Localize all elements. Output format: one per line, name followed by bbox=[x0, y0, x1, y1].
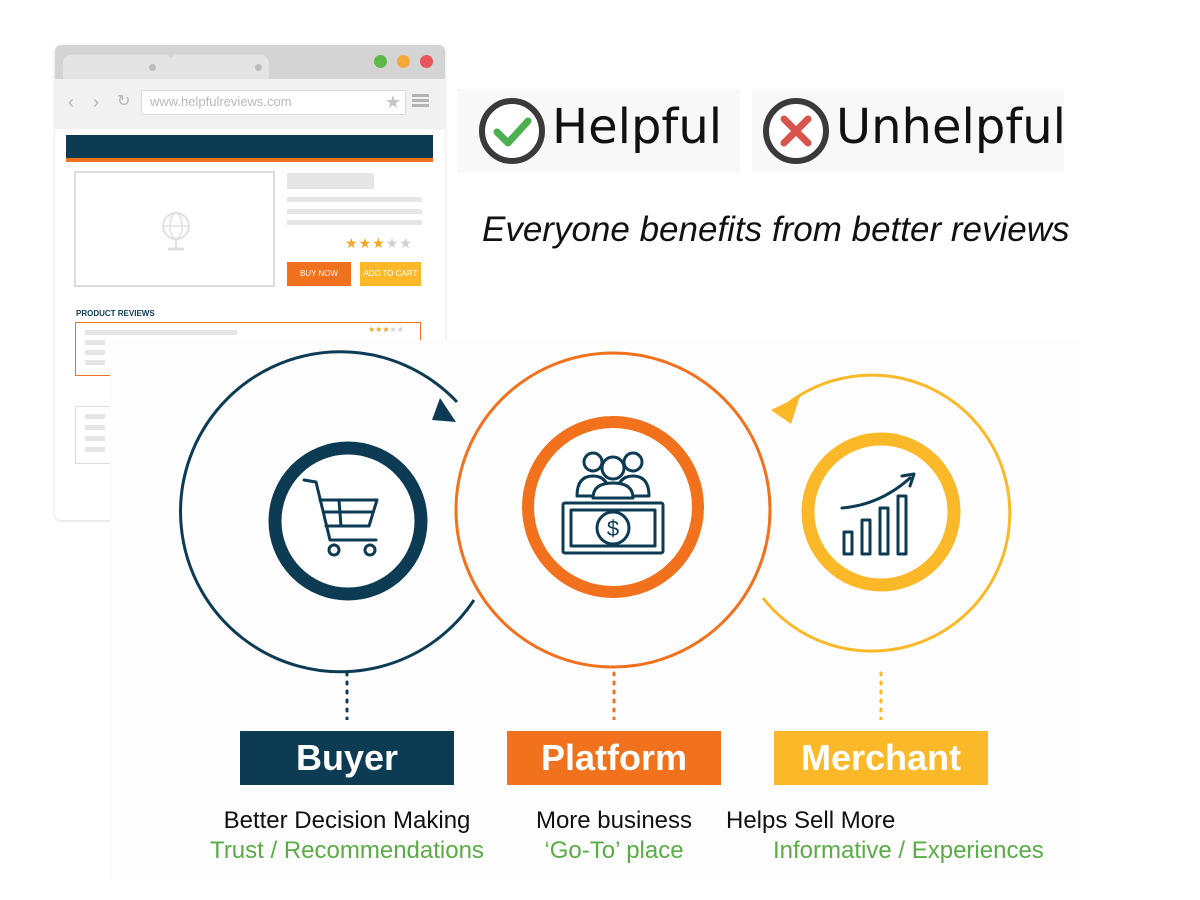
review-text-line bbox=[85, 436, 105, 441]
platform-outer-ring bbox=[454, 351, 772, 669]
window-maximize-icon[interactable] bbox=[374, 55, 387, 68]
product-reviews-heading: PRODUCT REVIEWS bbox=[76, 309, 155, 318]
review-text-line bbox=[85, 425, 105, 430]
buyer-title: Buyer bbox=[240, 731, 454, 785]
shopping-cart-icon bbox=[302, 478, 379, 557]
benefits-diagram-graphic: $ bbox=[179, 350, 1012, 720]
merchant-outer-arc bbox=[761, 373, 1012, 653]
review-text-line bbox=[85, 350, 105, 355]
star-filled-icon: ★ bbox=[372, 235, 386, 251]
browser-tab[interactable] bbox=[63, 55, 173, 79]
benefits-diagram: $ Buyer Platform Merchant Better Decisio… bbox=[110, 340, 1080, 880]
add-to-cart-button[interactable]: ADD TO CART bbox=[360, 262, 421, 286]
merchant-title: Merchant bbox=[774, 731, 988, 785]
growth-chart-icon bbox=[840, 472, 916, 556]
buyer-inner-ring bbox=[268, 441, 428, 601]
star-filled-icon: ★ bbox=[382, 325, 390, 334]
text-line-placeholder bbox=[287, 197, 422, 202]
bookmark-star-icon[interactable]: ★ bbox=[384, 92, 401, 112]
forward-icon[interactable]: › bbox=[93, 92, 99, 112]
globe-icon bbox=[162, 212, 190, 251]
review-text-line bbox=[85, 360, 105, 365]
buyer-benefit-detail: Trust / Recommendations bbox=[210, 837, 484, 864]
platform-benefit-detail: ‘Go-To’ place bbox=[544, 837, 684, 864]
merchant-benefit: Helps Sell More bbox=[726, 807, 896, 834]
browser-tab-bar bbox=[55, 45, 445, 79]
review-rating-stars: ★★★★★ bbox=[368, 325, 404, 334]
star-empty-icon: ★ bbox=[389, 325, 397, 334]
review-text-line bbox=[85, 414, 105, 419]
text-line-placeholder bbox=[287, 220, 422, 225]
unhelpful-button[interactable]: Unhelpful bbox=[752, 89, 1066, 173]
review-text-line bbox=[85, 340, 105, 345]
product-image-placeholder bbox=[74, 171, 275, 287]
product-title-placeholder bbox=[287, 173, 374, 189]
helpful-button[interactable]: Helpful bbox=[457, 89, 740, 173]
check-circle-icon bbox=[479, 98, 545, 164]
product-rating-stars: ★★★★★ bbox=[345, 235, 413, 252]
window-minimize-icon[interactable] bbox=[397, 55, 410, 68]
people-money-icon: $ bbox=[561, 451, 665, 555]
star-filled-icon: ★ bbox=[368, 325, 376, 334]
buyer-outer-arc bbox=[179, 350, 476, 674]
browser-tab[interactable] bbox=[169, 55, 269, 79]
text-line-placeholder bbox=[287, 209, 422, 214]
platform-title: Platform bbox=[507, 731, 721, 785]
cross-circle-icon bbox=[763, 98, 829, 164]
review-text-line bbox=[85, 330, 237, 335]
merchant-benefit-detail: Informative / Experiences bbox=[773, 837, 1044, 864]
address-bar-url: www.helpfulreviews.com bbox=[150, 94, 292, 109]
back-icon[interactable]: ‹ bbox=[68, 92, 74, 112]
star-empty-icon: ★ bbox=[396, 325, 404, 334]
reload-icon[interactable]: ↻ bbox=[117, 93, 131, 110]
address-bar[interactable]: www.helpfulreviews.com ★ bbox=[141, 90, 406, 115]
tagline: Everyone benefits from better reviews bbox=[482, 210, 1070, 249]
buy-now-button[interactable]: BUY NOW bbox=[287, 262, 351, 286]
star-filled-icon: ★ bbox=[375, 325, 383, 334]
browser-nav-bar: ‹ › ↻ www.helpfulreviews.com ★ bbox=[55, 79, 445, 129]
star-filled-icon: ★ bbox=[345, 235, 359, 251]
helpful-label: Helpful bbox=[552, 99, 723, 155]
review-text-line bbox=[85, 447, 105, 452]
buyer-arrow-icon bbox=[432, 398, 456, 422]
unhelpful-label: Unhelpful bbox=[836, 99, 1066, 155]
svg-text:$: $ bbox=[607, 516, 619, 541]
site-header-bar bbox=[66, 135, 433, 162]
window-close-icon[interactable] bbox=[420, 55, 433, 68]
star-empty-icon: ★ bbox=[399, 235, 413, 251]
merchant-arrow-icon bbox=[771, 396, 800, 424]
star-empty-icon: ★ bbox=[385, 235, 400, 251]
browser-menu-icon[interactable] bbox=[412, 94, 429, 108]
buyer-benefit: Better Decision Making bbox=[223, 807, 471, 834]
platform-benefit: More business bbox=[535, 807, 693, 834]
star-filled-icon: ★ bbox=[358, 235, 373, 251]
